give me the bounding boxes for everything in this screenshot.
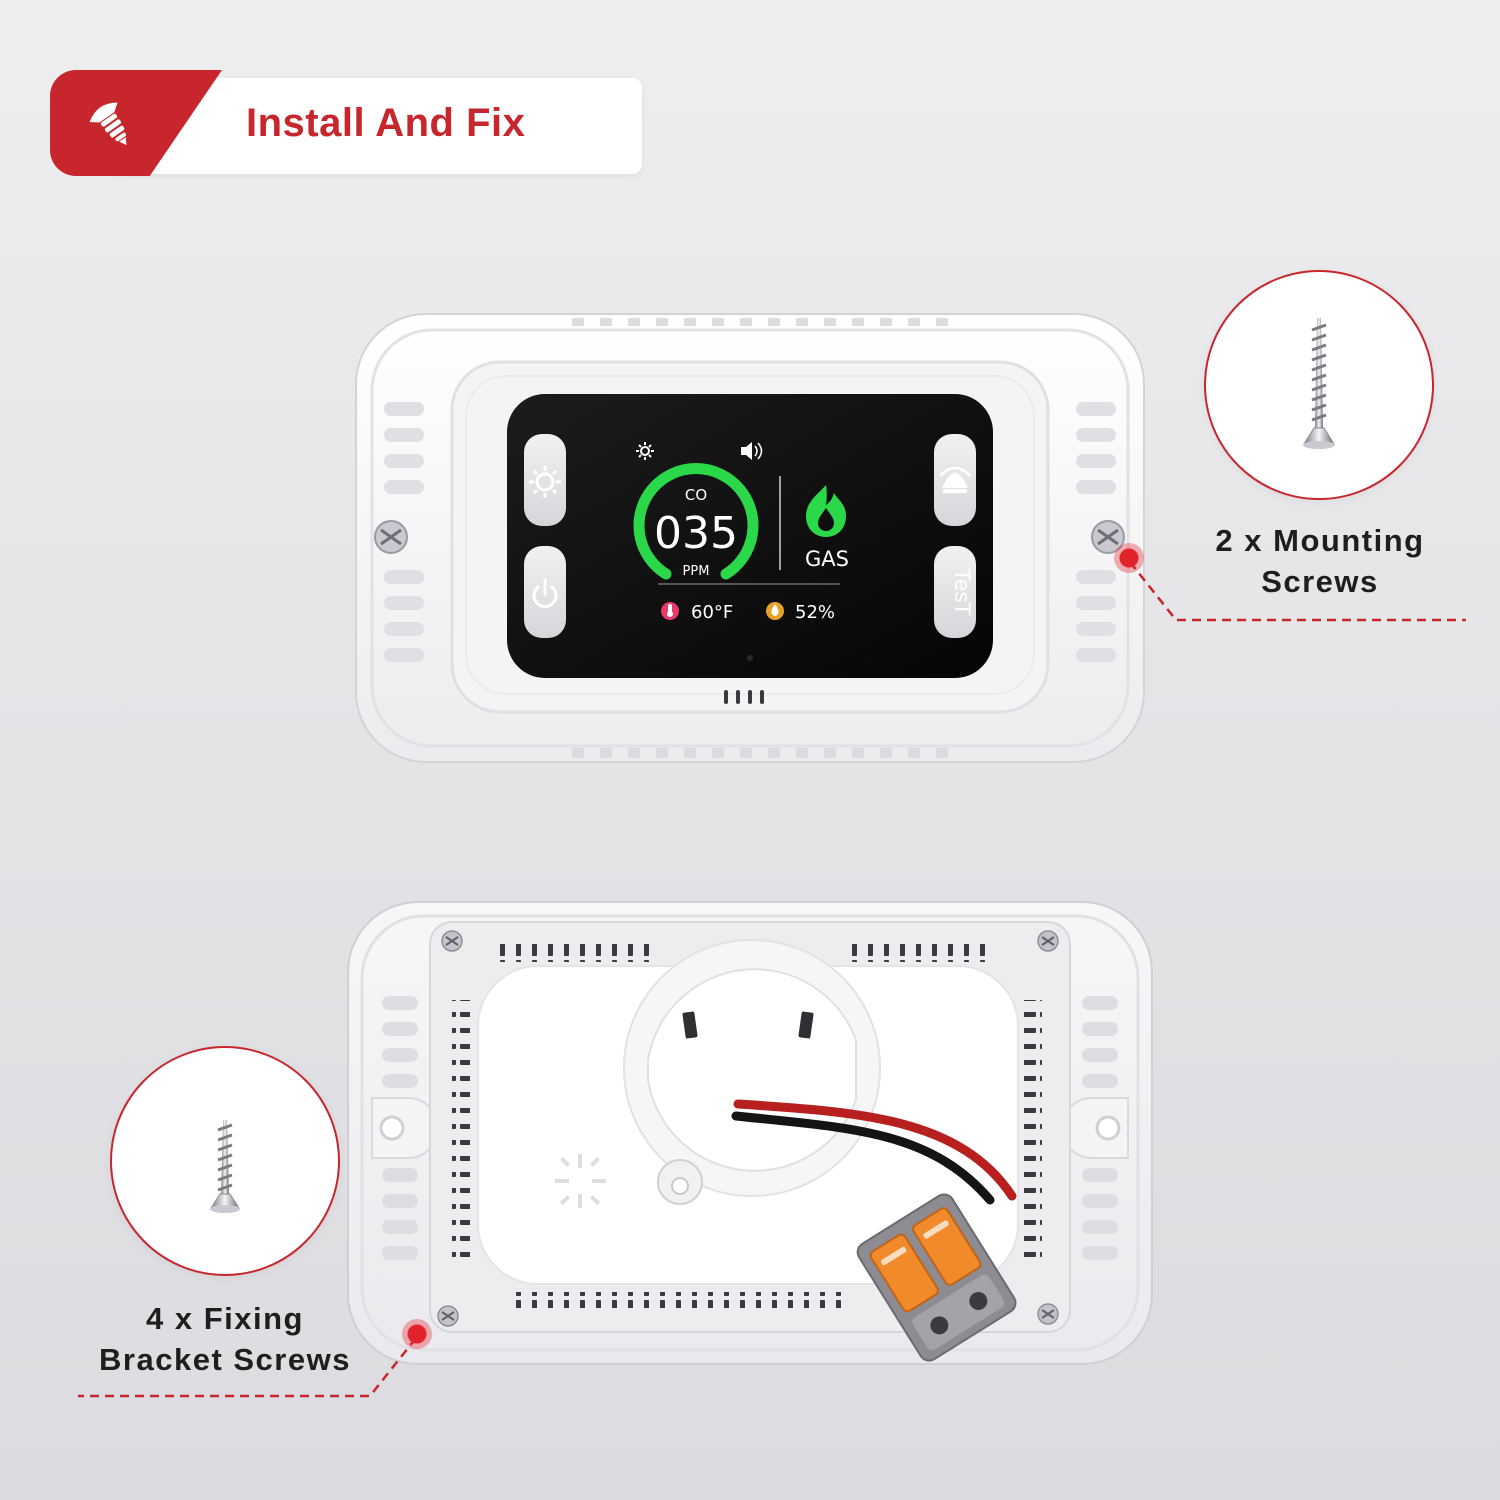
detector-front: TesT CO 035 PPM GAS 60°F 52%: [355, 313, 1145, 763]
page-title: Install And Fix: [246, 101, 526, 145]
mounting-screw-marker: [1114, 543, 1144, 573]
right-mounting-screw: [1091, 520, 1125, 554]
fixing-screws-line2: Bracket Screws: [99, 1342, 351, 1377]
mounting-screws-line1: 2 x Mounting: [1215, 523, 1425, 558]
co-gauge: CO 035 PPM: [633, 463, 759, 580]
screw-icon: [1303, 318, 1335, 449]
test-button[interactable]: TesT: [934, 546, 976, 638]
gas-type-label: CO: [685, 486, 707, 504]
unit-label: PPM: [683, 564, 710, 579]
volume-icon: [741, 442, 763, 460]
fixing-screw-callout: [110, 1046, 340, 1276]
header-banner: Install And Fix: [50, 70, 642, 176]
alarm-label: GAS: [805, 547, 849, 571]
power-button-icon: [532, 578, 558, 608]
left-mount-hole: [371, 1097, 439, 1159]
brightness-icon: [636, 442, 654, 460]
screw-icon: [89, 102, 127, 146]
mounting-screws-line2: Screws: [1261, 564, 1379, 599]
alarm-button-icon: [939, 466, 971, 493]
fixing-screws-line1: 4 x Fixing: [146, 1301, 304, 1336]
power-button[interactable]: [524, 546, 566, 638]
thermometer-icon: [661, 602, 679, 620]
humidity-reading: 52%: [795, 602, 835, 623]
right-mount-hole: [1061, 1097, 1129, 1159]
wire-connector: [856, 1193, 1017, 1362]
mounting-bracket: [347, 901, 1153, 1365]
fixing-screw-top-right: [1037, 930, 1059, 952]
fixing-screw-bottom-right: [1037, 1303, 1059, 1325]
light-button-icon: [529, 466, 561, 498]
light-button[interactable]: [524, 434, 566, 526]
fixing-screws-label: 4 x Fixing Bracket Screws: [80, 1298, 370, 1380]
sensor-vent: [555, 1154, 606, 1208]
fixing-screw-bottom-left: [437, 1305, 459, 1327]
alarm-button[interactable]: [934, 434, 976, 526]
co-reading: 035: [654, 508, 738, 559]
mounting-screws-label: 2 x Mounting Screws: [1190, 520, 1450, 602]
left-mounting-screw: [374, 520, 408, 554]
temperature-reading: 60°F: [691, 602, 733, 623]
screw-icon: [210, 1120, 240, 1213]
fixing-screw-top-left: [441, 930, 463, 952]
red-wire: [733, 1099, 1017, 1201]
flame-icon: [806, 485, 846, 537]
humidity-icon: [766, 602, 784, 620]
mounting-screw-callout: [1204, 270, 1434, 500]
test-button-label: TesT: [950, 568, 975, 616]
black-wire: [731, 1111, 995, 1205]
fixing-screw-marker: [402, 1319, 432, 1349]
